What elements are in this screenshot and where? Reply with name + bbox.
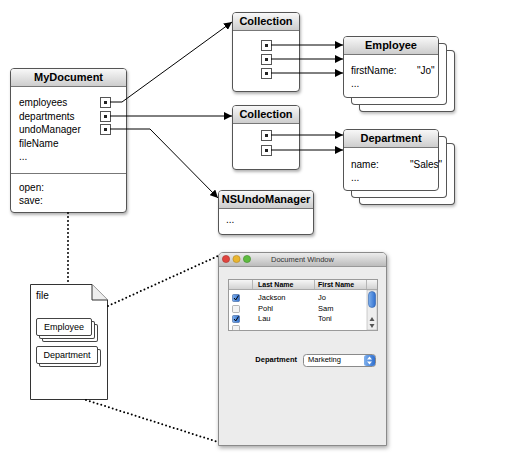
record-card: Employee — [36, 318, 92, 336]
pointer-dot — [104, 128, 107, 131]
reference-arrow — [110, 22, 232, 102]
table-cell: Toni — [318, 314, 332, 324]
file-fold — [92, 285, 108, 301]
file-icon: fileEmployeeDepartment — [30, 284, 108, 400]
box-title: Employee — [344, 37, 438, 55]
pointer-dot — [265, 134, 268, 137]
record-name: Department — [37, 347, 97, 363]
attribute-value: "Sales" — [410, 159, 442, 171]
box-title: NSUndoManager — [219, 191, 313, 209]
dotted-link — [108, 256, 218, 306]
box-title: MyDocument — [11, 69, 126, 87]
popup-value: Marketing — [308, 355, 341, 365]
pointer-dot — [265, 58, 268, 61]
reference-arrow — [110, 129, 218, 198]
header-rule — [229, 289, 377, 290]
collection-slot — [262, 69, 272, 79]
attribute-name: name: — [351, 159, 379, 171]
table-cell: Jackson — [258, 293, 286, 303]
ellipsis: ... — [226, 214, 234, 226]
dotted-link — [86, 400, 218, 442]
attribute-value: "Jo" — [417, 65, 435, 77]
checkbox — [233, 306, 240, 313]
collection-slot — [262, 55, 272, 65]
scroll-arrow-down — [370, 324, 375, 328]
dotted-link — [67, 213, 69, 284]
method-name: save: — [19, 195, 43, 207]
minimize-button — [233, 255, 240, 262]
pointer-slot — [101, 125, 111, 135]
method-name: open: — [19, 182, 44, 194]
property-name: employees — [19, 97, 67, 109]
ellipsis: ... — [19, 151, 27, 163]
property-name: undoManager — [19, 124, 81, 136]
file-outline — [30, 284, 108, 400]
table-cell: Pohl — [258, 304, 273, 314]
class-box: NSUndoManager... — [218, 190, 314, 235]
scroll-thumb — [369, 292, 376, 308]
pointer-dot — [265, 149, 268, 152]
column-header: First Name — [318, 280, 354, 290]
check-mark — [234, 317, 239, 322]
pointer-dot — [265, 44, 268, 47]
column-rule — [366, 280, 367, 289]
scroll-track — [367, 290, 377, 330]
pointer-slot — [101, 98, 111, 108]
attribute-name: firstName: — [351, 65, 397, 77]
zoom-button — [243, 255, 250, 262]
check-mark — [234, 296, 239, 301]
column-header: Last Name — [258, 280, 293, 290]
popup-arrow-up — [367, 357, 372, 360]
collection-slot — [262, 41, 272, 51]
file-label: file — [36, 290, 49, 302]
checkbox — [233, 326, 240, 331]
popup-arrows-box — [364, 355, 375, 366]
box-title: Department — [344, 130, 438, 148]
pointer-dot — [265, 72, 268, 75]
close-button — [222, 255, 229, 262]
scroll-arrow-up — [370, 317, 375, 321]
record-name: Employee — [37, 319, 91, 335]
reference-arrow — [110, 116, 232, 117]
table-cell: Sam — [318, 304, 333, 314]
reference-arrow — [271, 73, 343, 74]
popup-button — [304, 355, 376, 367]
checkbox-checked — [233, 295, 240, 302]
property-name: fileName — [19, 138, 58, 150]
collection-slot — [262, 131, 272, 141]
method-separator — [11, 173, 126, 174]
popup-arrow-down — [367, 362, 372, 365]
checkbox-checked — [233, 316, 240, 323]
table-header — [229, 280, 377, 289]
reference-arrow — [271, 135, 343, 136]
class-box: MyDocument employees departmentsundoManage… — [10, 68, 127, 213]
ellipsis: ... — [351, 78, 359, 90]
field-label: Department — [236, 355, 297, 365]
object-stack: Department name: "Sales"... — [343, 129, 439, 191]
column-rule — [252, 280, 253, 289]
property-name: departments — [19, 111, 75, 123]
object-stack: Employee firstName: "Jo"... — [343, 36, 439, 98]
collection-box: Collection — [232, 12, 300, 92]
file-body — [31, 285, 108, 400]
collection-slot — [262, 146, 272, 156]
pointer-dot — [104, 115, 107, 118]
table-frame — [229, 280, 378, 331]
box-title: Collection — [233, 106, 299, 124]
column-rule — [314, 280, 315, 289]
table-cell: Jo — [318, 293, 326, 303]
reference-arrow — [271, 59, 343, 60]
ellipsis: ... — [351, 172, 359, 184]
table-cell: Lau — [258, 314, 271, 324]
pointer-dot — [104, 101, 107, 104]
pointer-slot — [101, 112, 111, 122]
box-title: Collection — [233, 13, 299, 31]
record-card: Department — [36, 346, 98, 364]
reference-arrow — [271, 150, 343, 151]
reference-arrow — [271, 45, 343, 46]
